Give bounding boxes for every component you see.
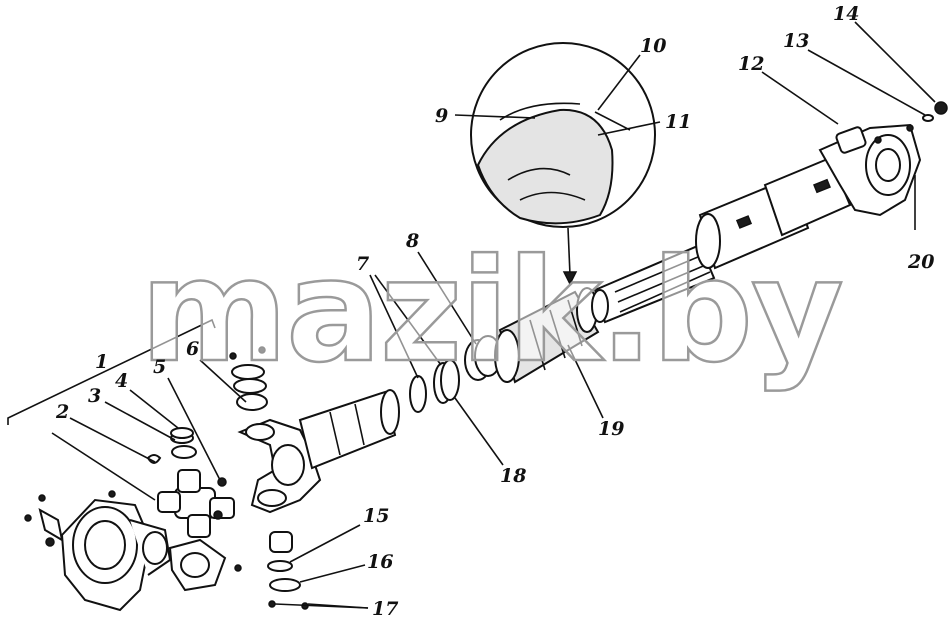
callout-4: 4	[115, 370, 128, 392]
flange-yoke	[24, 490, 172, 612]
seal-rings	[409, 359, 460, 413]
watermark: mazik.by	[140, 229, 842, 394]
splined-shaft	[591, 243, 716, 324]
callout-3: 3	[88, 385, 101, 407]
callout-20: 20	[907, 251, 934, 273]
callout-2: 2	[55, 401, 69, 423]
callout-18: 18	[500, 465, 526, 487]
leader-lines	[51, 21, 936, 609]
callout-7: 7	[356, 253, 369, 275]
callout-11: 11	[665, 111, 691, 133]
callout-1: 1	[95, 351, 108, 373]
callout-10: 10	[640, 35, 666, 57]
callout-16: 16	[367, 551, 393, 573]
callout-14: 14	[833, 3, 859, 25]
callout-15: 15	[363, 505, 389, 527]
callout-9: 9	[435, 105, 448, 127]
sliding-yoke	[229, 346, 322, 514]
callout-19: 19	[598, 418, 624, 440]
detail-magnifier	[470, 42, 656, 286]
callout-5: 5	[153, 356, 166, 378]
snap-rings-and-bearing	[147, 427, 197, 464]
callout-17: 17	[372, 598, 398, 620]
shaft-tube	[695, 156, 852, 270]
callout-12: 12	[738, 53, 764, 75]
right-flange-yoke	[818, 101, 948, 217]
universal-joint-cross	[157, 469, 242, 592]
callout-8: 8	[405, 230, 419, 252]
splined-sleeve	[298, 389, 400, 470]
group-bracket	[7, 318, 216, 425]
callout-13: 13	[783, 30, 809, 52]
callout-6: 6	[186, 338, 199, 360]
lower-small-parts	[267, 531, 309, 610]
